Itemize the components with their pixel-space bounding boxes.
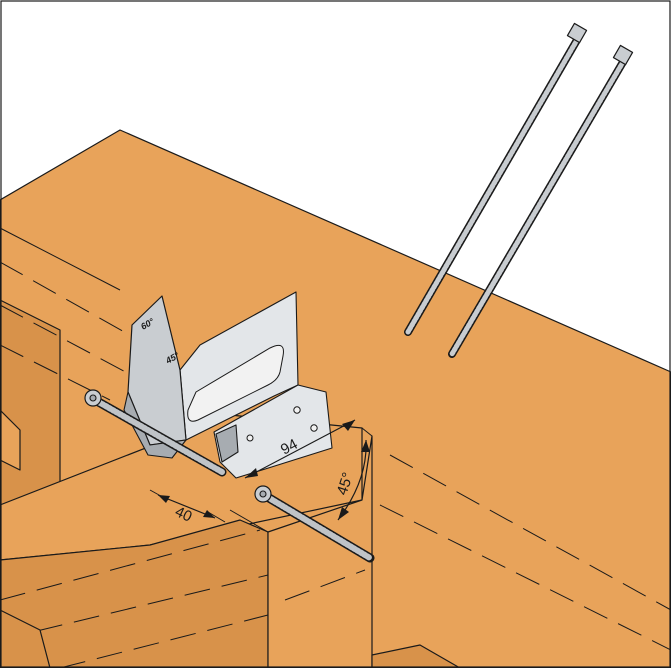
angle-bracket: 60° 45° <box>123 291 333 479</box>
loose-screw-2 <box>448 44 634 358</box>
angle-arrow-b <box>338 507 349 520</box>
dim-94-arrow-a <box>245 468 258 478</box>
dimension-40: 40 <box>149 489 226 526</box>
joist-notch-line <box>229 509 269 533</box>
hidden-line-5 <box>379 504 671 651</box>
dimension-94: 94 <box>244 419 356 479</box>
bracket-hole-2 <box>310 424 318 432</box>
dim-40-ext-b <box>207 511 226 523</box>
bracket-hole-1 <box>293 406 301 414</box>
angle-label: 45° <box>334 470 357 497</box>
screw-socket-right <box>259 490 267 498</box>
loose-screw-1 <box>404 22 588 336</box>
dim-40-label: 40 <box>172 503 194 525</box>
bracket-slot <box>187 344 284 422</box>
hidden-line-4 <box>389 454 671 611</box>
dim-40-arrow-b <box>203 510 215 518</box>
hidden-line-3 <box>0 344 111 401</box>
dim-94-label: 94 <box>278 436 301 459</box>
installed-screw-left <box>84 389 227 477</box>
dim-40-arrow-a <box>158 495 170 503</box>
bracket-hole-3 <box>246 434 254 442</box>
screw-socket-left <box>89 394 97 402</box>
joist-edge-line <box>361 427 373 437</box>
joist-hidden-line-2 <box>0 574 269 641</box>
bracket-base-edge <box>215 424 239 463</box>
dimension-angle: 45° <box>334 439 370 521</box>
bottom-left-fragment <box>0 609 51 668</box>
loose-screw-1-head <box>566 22 588 44</box>
bracket-base-plate <box>213 384 333 479</box>
loose-screw-2-head <box>612 44 634 66</box>
installed-screw-right <box>254 485 375 563</box>
dim-94-line <box>244 419 356 479</box>
angle-arrow-a <box>361 440 370 452</box>
joist-end-face <box>267 435 373 668</box>
bottom-right-block <box>371 644 461 668</box>
beam-edge-line <box>0 227 121 291</box>
joist-hidden-line-1 <box>0 529 261 601</box>
dim-94-arrow-b <box>342 420 355 431</box>
left-end-block <box>0 409 21 471</box>
joist-hidden-line-3 <box>284 569 366 601</box>
